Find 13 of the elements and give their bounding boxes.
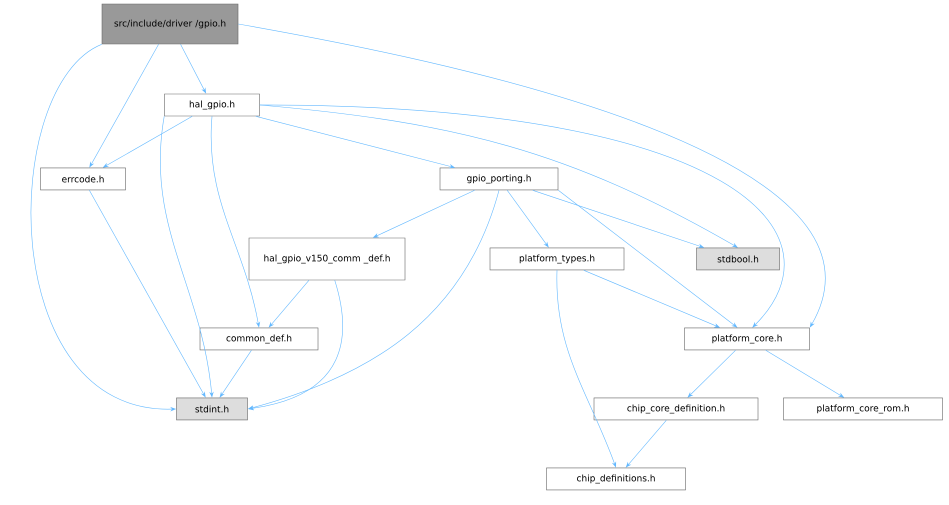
file-box: hal_gpio.h [164, 94, 260, 116]
file-box: platform_core.h [684, 328, 810, 350]
file-box: errcode.h [40, 168, 126, 190]
file-box: chip_core_definition.h [594, 398, 758, 420]
file-box: stdbool.h [696, 248, 780, 270]
file-box: common_def.h [200, 328, 318, 350]
file-box: chip_definitions.h [546, 468, 686, 490]
file-box: src/include/driver /gpio.h [102, 4, 238, 44]
file-box: platform_core_rom.h [783, 398, 943, 420]
file-box: hal_gpio_v150_comm _def.h [248, 238, 406, 280]
file-box: stdint.h [176, 398, 248, 420]
file-box: gpio_porting.h [440, 168, 558, 190]
file-box: platform_types.h [490, 248, 624, 270]
